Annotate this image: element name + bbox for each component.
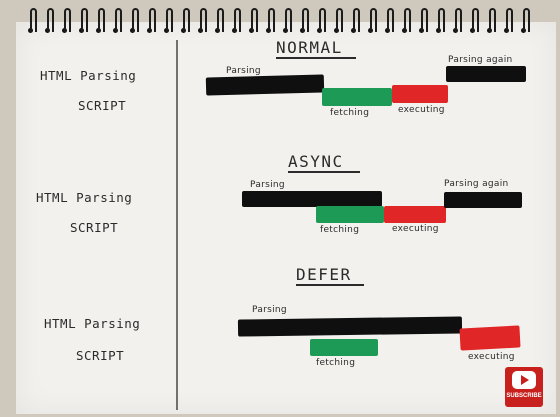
binding-ring: [455, 8, 462, 32]
left-label-defer-line1: HTML Parsing: [44, 316, 141, 331]
bar-parsing: [242, 191, 382, 207]
binding-ring: [404, 8, 411, 32]
binding-ring: [166, 8, 173, 32]
subscribe-label: SUBSCRIBE: [506, 393, 542, 399]
binding-ring: [370, 8, 377, 32]
label-fetching: fetching: [316, 358, 356, 368]
binding-ring: [98, 8, 105, 32]
bar-fetching: [310, 339, 378, 356]
bar-fetching: [316, 206, 384, 223]
binding-ring: [30, 8, 37, 32]
title-underline: [288, 171, 360, 173]
bar-executing: [459, 325, 521, 351]
bar-parsing: [237, 316, 463, 337]
binding-ring: [421, 8, 428, 32]
label-parsing: Parsing: [252, 305, 287, 315]
left-label-defer-line2: SCRIPT: [76, 348, 125, 363]
left-label-async-line1: HTML Parsing: [36, 190, 133, 205]
binding-ring: [149, 8, 156, 32]
label-fetching: fetching: [330, 108, 370, 118]
label-parsing: Parsing: [250, 180, 285, 190]
section-title-async: ASYNC: [288, 152, 344, 171]
label-fetching: fetching: [320, 225, 360, 235]
binding-ring: [523, 8, 530, 32]
binding-ring: [81, 8, 88, 32]
binding-ring: [336, 8, 343, 32]
section-title-defer: DEFER: [296, 265, 352, 284]
bar-executing: [384, 206, 446, 223]
bar-executing: [392, 85, 448, 103]
binding-ring: [132, 8, 139, 32]
binding-ring: [217, 8, 224, 32]
bar-parsing: [205, 74, 325, 96]
binding-ring: [64, 8, 71, 32]
label-executing: executing: [392, 224, 439, 234]
label-executing: executing: [398, 105, 445, 115]
title-underline: [296, 284, 364, 286]
left-label-normal-line2: SCRIPT: [78, 98, 127, 113]
binding-ring: [506, 8, 513, 32]
binding-ring: [268, 8, 275, 32]
label-executing: executing: [468, 352, 515, 362]
youtube-play-icon: [512, 371, 536, 389]
spiral-binding: [28, 8, 538, 40]
binding-ring: [302, 8, 309, 32]
binding-ring: [183, 8, 190, 32]
bar-parsing-again: [446, 66, 526, 82]
binding-ring: [387, 8, 394, 32]
binding-ring: [47, 8, 54, 32]
left-label-async-line2: SCRIPT: [70, 220, 119, 235]
bar-parsing-again: [444, 192, 522, 208]
column-divider: [176, 40, 178, 410]
play-triangle-icon: [521, 375, 529, 385]
binding-ring: [251, 8, 258, 32]
binding-ring: [472, 8, 479, 32]
binding-ring: [438, 8, 445, 32]
title-underline: [276, 57, 356, 59]
binding-ring: [234, 8, 241, 32]
binding-ring: [353, 8, 360, 32]
label-parsing-again: Parsing again: [444, 179, 509, 189]
label-parsing: Parsing: [226, 66, 261, 76]
binding-ring: [200, 8, 207, 32]
subscribe-badge[interactable]: SUBSCRIBE: [505, 367, 543, 407]
binding-ring: [285, 8, 292, 32]
section-title-normal: NORMAL: [276, 38, 343, 57]
label-parsing-again: Parsing again: [448, 55, 513, 65]
bar-fetching: [322, 88, 392, 106]
left-label-normal-line1: HTML Parsing: [40, 68, 137, 83]
binding-ring: [115, 8, 122, 32]
binding-ring: [319, 8, 326, 32]
binding-ring: [489, 8, 496, 32]
